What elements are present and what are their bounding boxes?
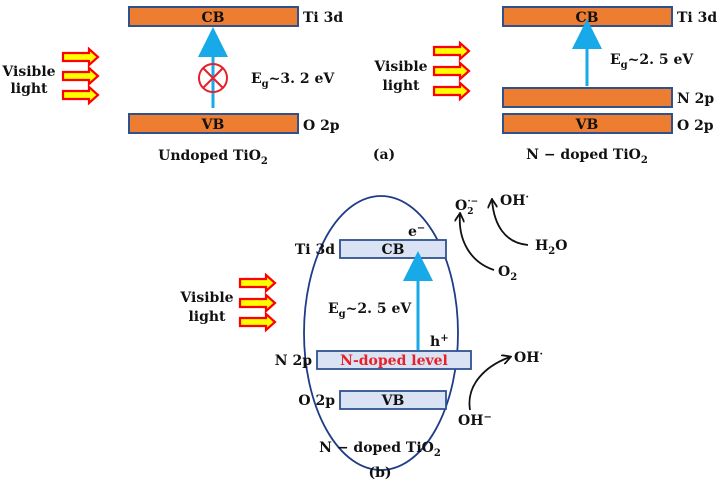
vb-orbital-label: O 2p: [303, 118, 340, 134]
visible-light-label-2: light: [382, 78, 420, 94]
light-arrow-icon: [432, 41, 471, 61]
vb-orbital-label: O 2p: [677, 118, 714, 134]
light-arrow-icon: [61, 47, 100, 67]
visible-light-label-1: Visible: [179, 290, 233, 306]
visible-light-arrows: [432, 41, 471, 101]
mid-orbital-label: N 2p: [677, 91, 714, 107]
band-gap-label: Eg~2. 5 eV: [328, 301, 412, 320]
o2-label: O2: [498, 264, 517, 283]
n-doped-level-label: N-doped level: [340, 353, 448, 369]
oh-radical-right-label: OH·: [514, 349, 543, 366]
visible-light-label-1: Visible: [373, 59, 427, 75]
panel-a-label: (a): [373, 147, 395, 163]
visible-light-arrows: [238, 273, 277, 332]
h2o-to-oh-arrow: [492, 200, 529, 246]
n-doped-panel-a: Visible light CB Ti 3d N 2p VB O 2p Eg~2…: [373, 6, 717, 166]
hole-label: h+: [430, 333, 449, 350]
vb-label: VB: [381, 393, 405, 409]
cb-label: CB: [576, 10, 599, 26]
light-arrow-icon: [238, 293, 277, 313]
light-arrow-icon: [432, 81, 471, 101]
cb-orbital-label: Ti 3d: [295, 242, 335, 258]
o2-to-superoxide-arrow: [460, 214, 495, 271]
light-arrow-icon: [61, 85, 100, 105]
cb-orbital-label: Ti 3d: [303, 10, 343, 26]
vb-label: VB: [201, 117, 225, 133]
n-doped-title-b: N − doped TiO2: [319, 440, 441, 459]
conduction-band: [128, 6, 299, 27]
visible-light-label-2: light: [188, 309, 226, 325]
n-doped-panel-b: Visible light CB Ti 3d e− N-doped level …: [179, 192, 567, 481]
light-arrow-icon: [238, 312, 277, 332]
particle-ellipse: [303, 195, 459, 471]
undoped-panel: Visible light CB Ti 3d VB O 2p Eg~3. 2 e…: [1, 6, 343, 167]
light-arrow-icon: [61, 66, 100, 86]
valence-band: [339, 390, 447, 410]
superoxide-label: O2·−: [455, 197, 478, 217]
vb-orbital-label: O 2p: [298, 393, 335, 409]
n-doped-title-a: N − doped TiO2: [526, 147, 648, 166]
valence-band: [502, 113, 673, 134]
visible-light-label-2: light: [10, 81, 48, 97]
panel-b-label: (b): [368, 465, 391, 481]
vb-label: VB: [575, 117, 599, 133]
light-arrow-icon: [432, 61, 471, 81]
band-gap-label: Eg~3. 2 eV: [251, 71, 335, 90]
mid-orbital-label: N 2p: [275, 353, 312, 369]
oh-minus-label: OH−: [458, 412, 492, 429]
n-doped-level-band: [316, 350, 472, 370]
n2p-band: [502, 87, 673, 108]
band-gap-label: Eg~2. 5 eV: [610, 52, 694, 71]
light-arrow-icon: [238, 273, 277, 293]
h2o-label: H2O: [535, 238, 567, 257]
cb-label: CB: [202, 10, 225, 26]
visible-light-label-1: Visible: [1, 64, 55, 80]
blocked-transition-icon: [198, 63, 228, 93]
ohminus-to-oh-arrow: [468, 357, 510, 411]
electron-label: e−: [408, 223, 425, 240]
cb-label: CB: [382, 242, 405, 258]
oh-radical-top-label: OH·: [500, 192, 529, 209]
cb-orbital-label: Ti 3d: [677, 10, 717, 26]
valence-band: [128, 113, 299, 134]
visible-light-arrows: [61, 47, 100, 105]
undoped-title: Undoped TiO2: [158, 148, 268, 167]
